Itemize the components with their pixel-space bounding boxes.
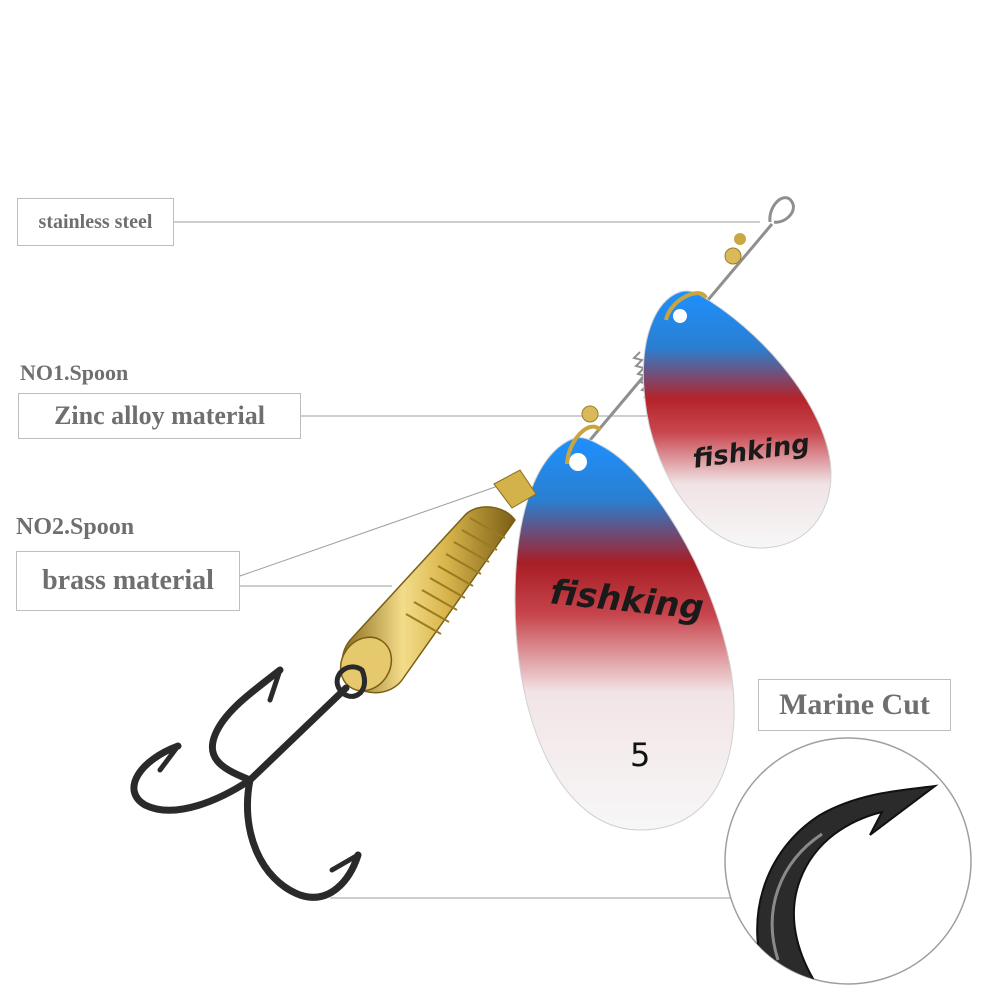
hook-barb-left (157, 743, 181, 773)
small-blade-body (642, 290, 832, 549)
hook-prong-middle (209, 666, 284, 784)
clevis-bead (581, 405, 599, 423)
marine-cut-label: Marine Cut (758, 679, 951, 731)
brass-material-label: brass material (16, 551, 240, 611)
small-blade-clevis-ring (664, 291, 708, 321)
hook-barb-right (329, 852, 361, 873)
stainless-steel-label: stainless steel (17, 198, 174, 246)
brass-body-ridges (405, 517, 506, 635)
hook-prong-left (130, 742, 254, 814)
no2-spoon-label: NO2.Spoon (16, 514, 135, 540)
brass-clevis (493, 469, 537, 509)
marine-cut-highlight (770, 832, 823, 961)
swivel-bead (734, 233, 746, 245)
spring-coil (632, 351, 652, 399)
no1-spoon-label: NO1.Spoon (20, 360, 129, 385)
marine-cut-detail (724, 737, 972, 985)
brass-body (339, 469, 537, 694)
marine-cut-hook-closeup (756, 784, 939, 984)
leader-lines (174, 221, 760, 899)
treble-hook (130, 664, 367, 901)
snap-loop (768, 196, 795, 224)
small-blade-hole (673, 309, 687, 323)
brass-body-end-cap (339, 636, 393, 692)
swivel-bead-2 (724, 247, 742, 265)
small-blade: fishking (642, 290, 832, 549)
blade-size-number: 5 (630, 736, 650, 774)
hook-barb-middle (267, 667, 283, 703)
leader-line-brass-clevis (239, 485, 499, 577)
large-blade: fishking 5 (514, 424, 735, 831)
zinc-alloy-label: Zinc alloy material (18, 393, 301, 439)
hook-shank (246, 684, 350, 784)
hook-prong-right (243, 776, 362, 901)
large-blade-hole (569, 453, 587, 471)
large-blade-clevis-ring (565, 424, 602, 465)
large-blade-body (514, 437, 735, 831)
